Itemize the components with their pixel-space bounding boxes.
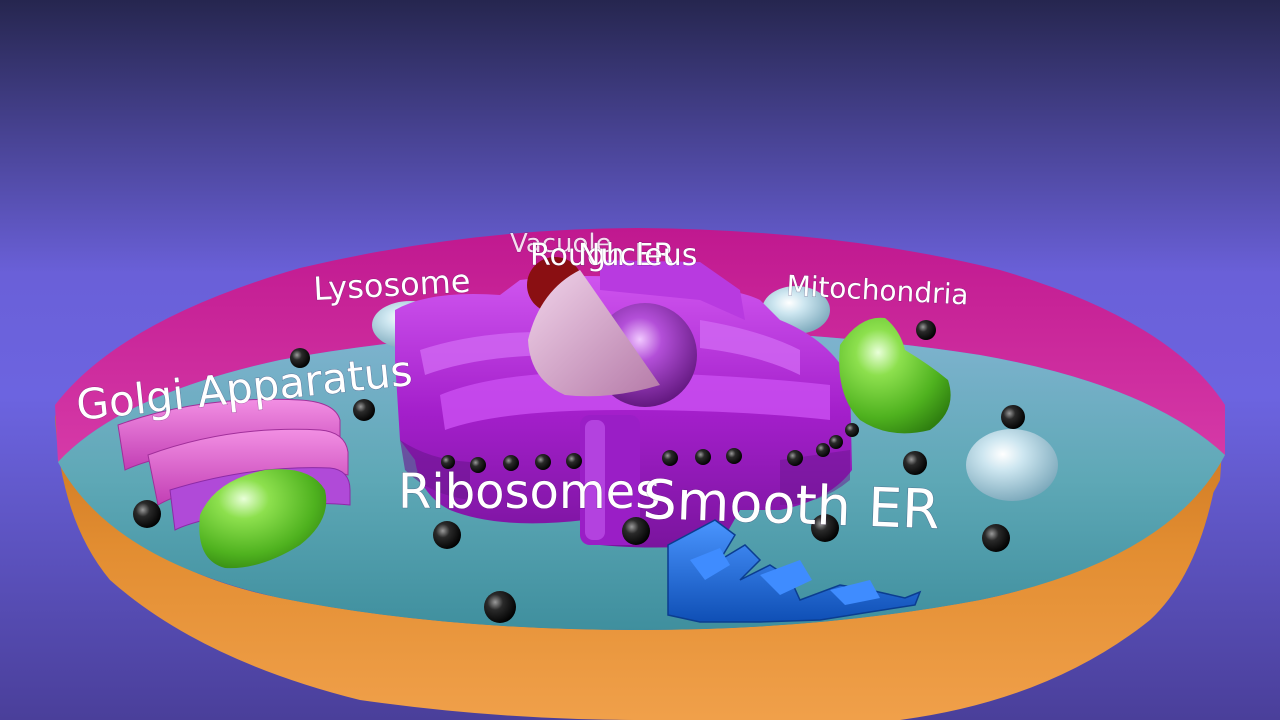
cell-shell-lower xyxy=(55,405,1225,720)
ribosome xyxy=(133,500,161,528)
ribosome xyxy=(470,457,486,473)
cell-membrane-wall xyxy=(55,228,1225,462)
ribosomes-group xyxy=(133,320,1025,623)
rough-er xyxy=(395,260,852,548)
ribosome xyxy=(787,450,803,466)
ribosome xyxy=(433,521,461,549)
ribosome xyxy=(903,451,927,475)
label-vacuole: Vacuole xyxy=(510,229,612,259)
ribosome xyxy=(622,517,650,545)
ribosome xyxy=(695,449,711,465)
label-lysosome: Lysosome xyxy=(312,262,471,308)
label-ribosomes: Ribosomes xyxy=(398,464,660,520)
nucleus xyxy=(528,270,697,407)
ribosome xyxy=(1001,405,1025,429)
ribosome xyxy=(290,348,310,368)
ribosome xyxy=(916,320,936,340)
smooth-er xyxy=(667,519,922,623)
ribosome xyxy=(662,450,678,466)
ribosome xyxy=(845,423,859,437)
ribosome xyxy=(829,435,843,449)
mitochondrion-left xyxy=(199,469,327,569)
ribosome xyxy=(535,454,551,470)
ribosome xyxy=(353,399,375,421)
ribosome xyxy=(484,591,516,623)
ribosome xyxy=(816,443,830,457)
ribosome xyxy=(503,455,519,471)
mitochondrion-right xyxy=(839,317,951,434)
ribosome xyxy=(441,455,455,469)
lysosome-body-3 xyxy=(966,429,1058,501)
ribosome xyxy=(566,453,582,469)
label-rough-er: Rough ER xyxy=(530,238,674,273)
label-nucleus: Nucleus xyxy=(578,238,697,273)
label-smooth-er: Smooth ER xyxy=(642,468,941,541)
ribosome xyxy=(726,448,742,464)
ribosome xyxy=(982,524,1010,552)
ribosome xyxy=(811,514,839,542)
